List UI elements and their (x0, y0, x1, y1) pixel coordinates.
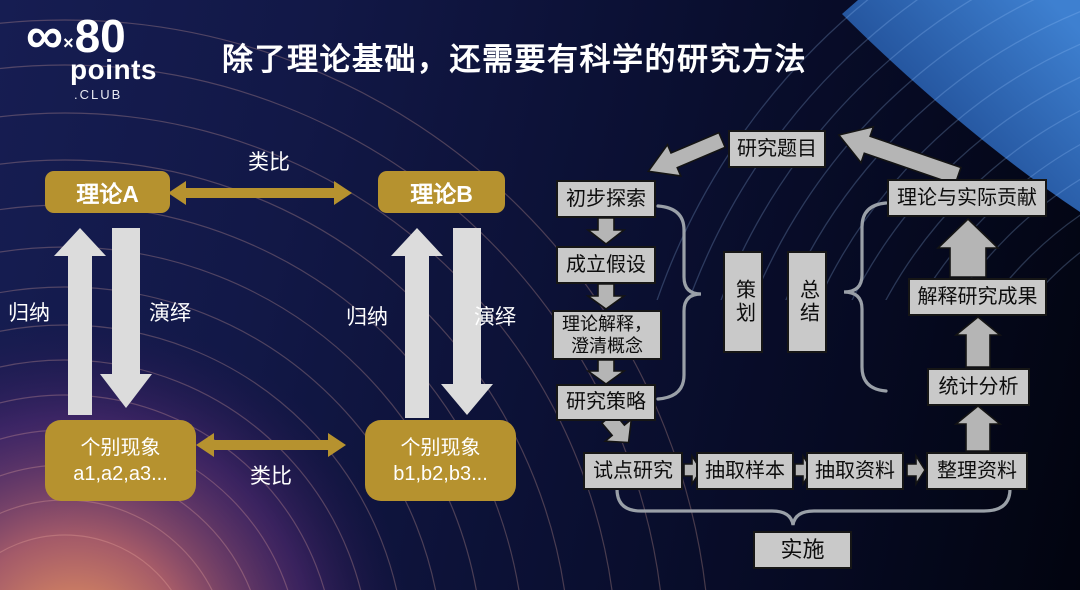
phenomena-a-box: 个别现象 a1,a2,a3... (45, 420, 196, 501)
theoretical-explanation-box: 理论解释， 澄清概念 (552, 310, 662, 360)
logo-number: 80 (74, 10, 126, 62)
induction-b-label: 归纳 (346, 306, 388, 329)
analogy-bottom-label: 类比 (250, 465, 292, 488)
arrow-contributions-to-topic (837, 125, 962, 186)
induction-arrow-b (391, 228, 443, 418)
preliminary-exploration-box: 初步探索 (556, 180, 656, 218)
analogy-arrow-top (168, 181, 352, 205)
sample-extraction-box: 抽取样本 (696, 452, 794, 490)
arrow-topic-to-exploration (646, 131, 727, 177)
implementation-box: 实施 (753, 531, 852, 569)
deduction-b-label: 演绎 (474, 306, 516, 329)
deduction-a-label: 演绎 (149, 302, 191, 325)
pilot-study-box: 试点研究 (583, 452, 683, 490)
data-extraction-box: 抽取资料 (806, 452, 904, 490)
page-title: 除了理论基础，还需要有科学的研究方法 (222, 42, 807, 77)
planning-brace (656, 204, 702, 401)
analogy-top-label: 类比 (248, 151, 290, 174)
corner-light-wedge (842, 0, 1080, 212)
induction-arrow-a (54, 228, 106, 415)
analogy-arrow-bottom (196, 433, 346, 457)
arrow-explanation-to-strategy (585, 359, 627, 385)
research-strategy-box: 研究策略 (556, 384, 656, 421)
interpret-results-box: 解释研究成果 (908, 278, 1047, 316)
arrow-interpret-to-contributions (936, 217, 1000, 278)
induction-a-label: 归纳 (8, 302, 50, 325)
contributions-box: 理论与实际贡献 (887, 179, 1047, 217)
summary-box: 总结 (787, 251, 827, 353)
summary-brace (843, 201, 888, 393)
arrow-hypothesis-to-explanation (585, 283, 627, 310)
logo: ∞ × 80 points .CLUB (26, 10, 157, 101)
form-hypothesis-box: 成立假设 (556, 246, 656, 284)
logo-name: points (70, 54, 157, 85)
implementation-brace (615, 487, 1012, 526)
planning-box: 策划 (723, 251, 763, 353)
arrow-exploration-to-hypothesis (585, 217, 627, 246)
arrow-organize-to-stats (953, 404, 1003, 452)
data-organization-box: 整理资料 (926, 452, 1028, 490)
deduction-arrow-a (100, 228, 152, 408)
theory-b-box: 理论B (378, 171, 505, 213)
logo-infinity-icon: ∞ (26, 7, 63, 65)
arrow-stats-to-interpret (953, 315, 1003, 368)
deduction-arrow-b (441, 228, 493, 415)
statistical-analysis-box: 统计分析 (927, 368, 1030, 406)
phenomena-b-box: 个别现象 b1,b2,b3... (365, 420, 516, 501)
logo-times: × (63, 33, 74, 53)
logo-club: .CLUB (74, 87, 123, 102)
theory-a-box: 理论A (45, 171, 170, 213)
arrow-data-to-organize (906, 453, 926, 487)
research-topic-box: 研究题目 (728, 130, 826, 168)
